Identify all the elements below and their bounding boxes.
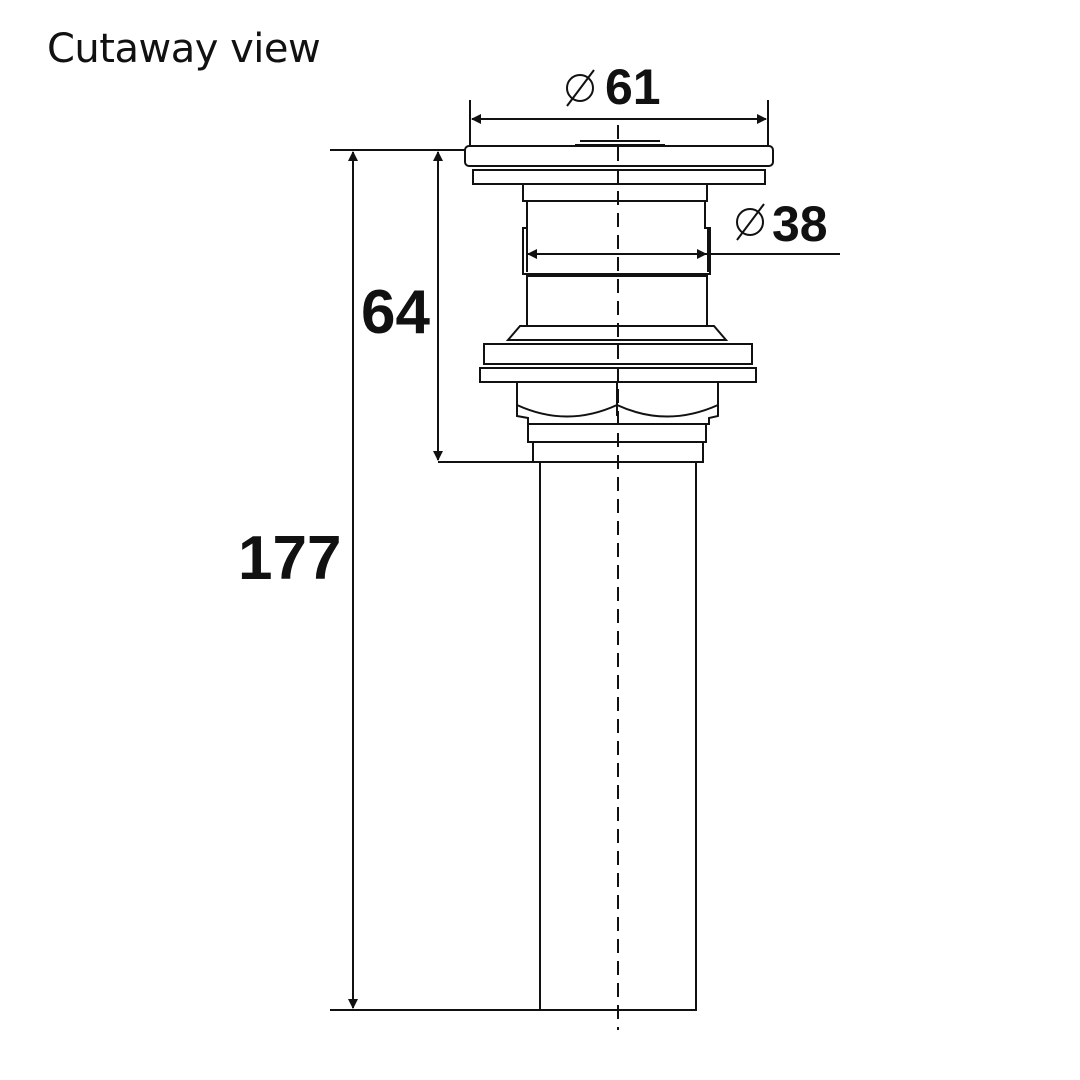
dim-64-value: 64 [361,278,430,347]
dim-61-value: 61 [605,59,661,115]
neck-body [522,201,711,275]
cap-grate [575,140,665,146]
diameter-symbol-61 [566,74,594,102]
flange-plate-upper [483,343,753,365]
diameter-symbol-38 [736,208,764,236]
washer-cone [505,325,729,341]
dim-177-value: 177 [238,524,341,593]
dim-38-value: 38 [772,196,828,252]
dim-38-label: 38 [736,196,828,252]
dim-61-label: 61 [566,59,661,115]
upper-neck [522,183,708,202]
page-title: Cutaway view [47,26,321,72]
